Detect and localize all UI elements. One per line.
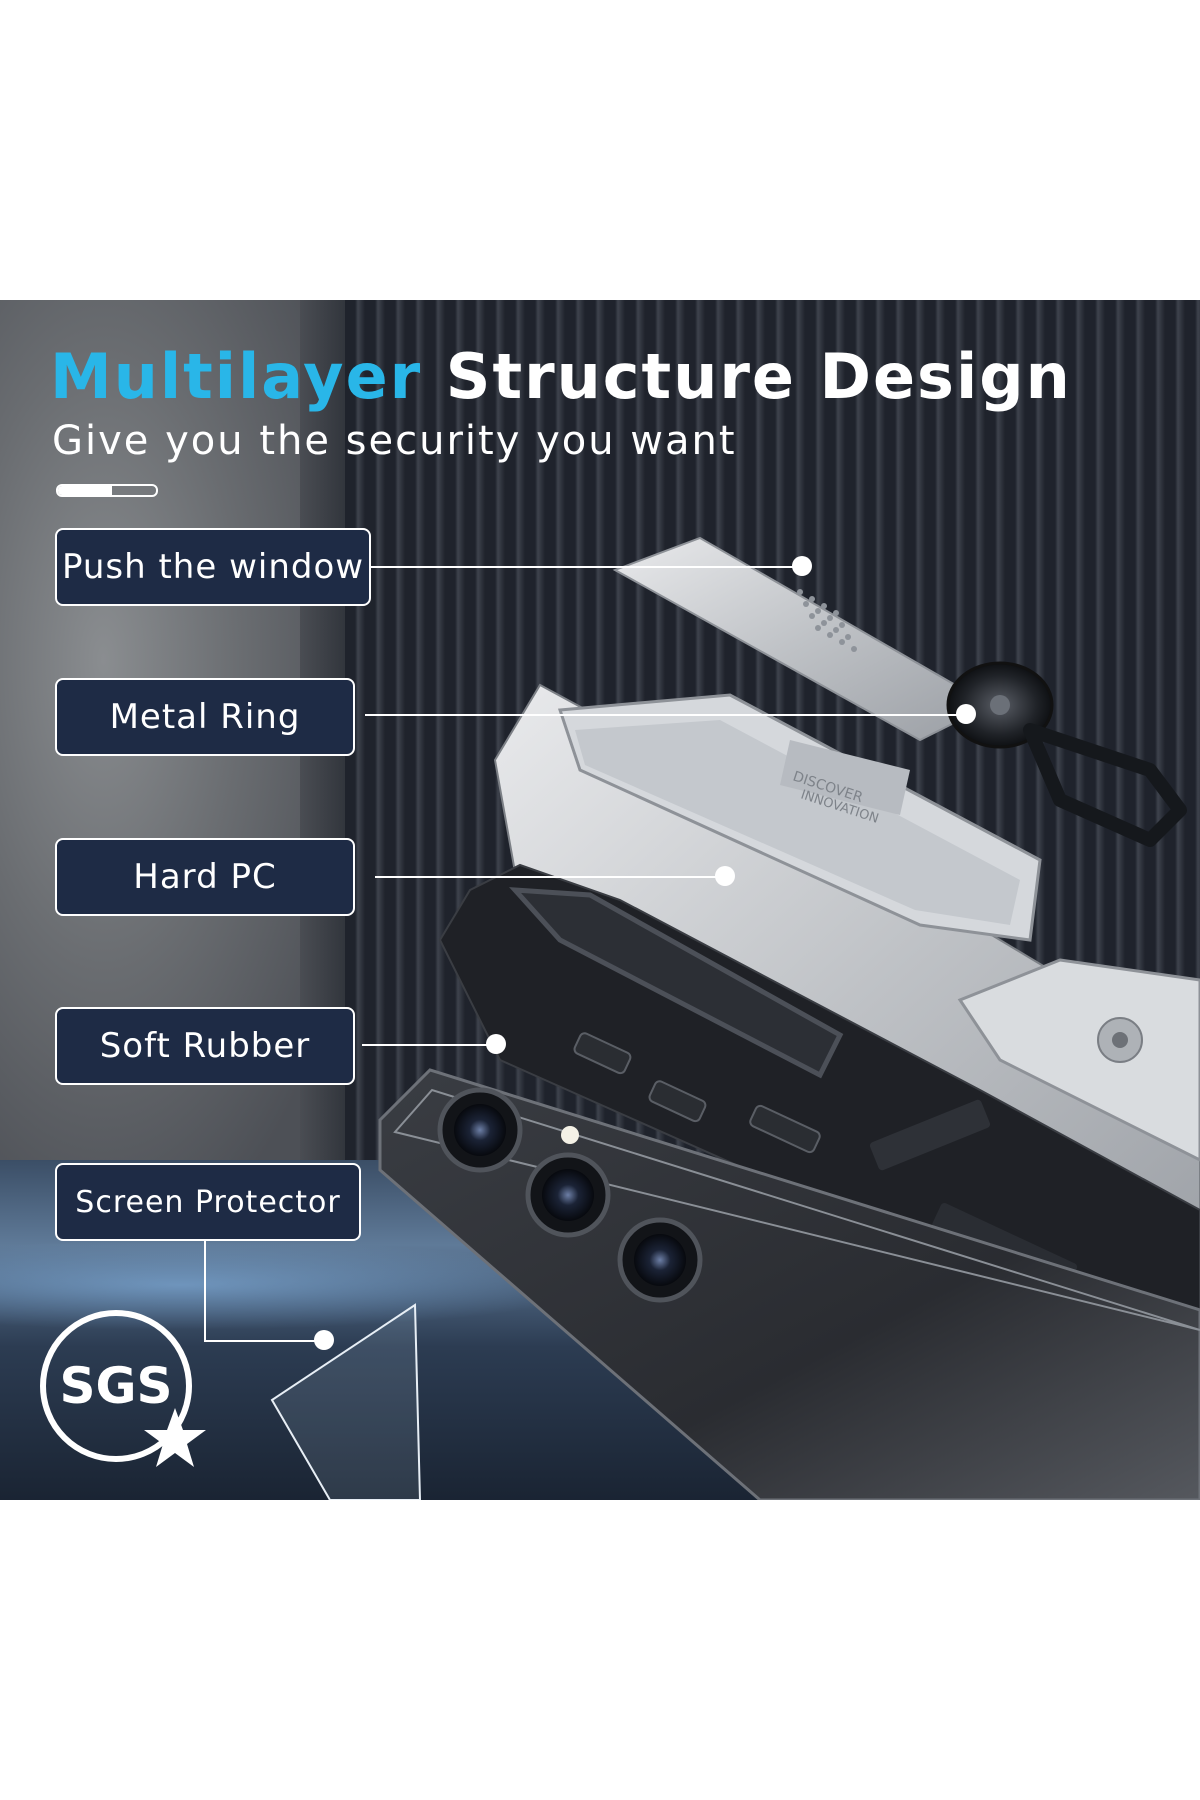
sgs-badge: SGS [40, 1310, 192, 1462]
label-text: Push the window [61, 547, 365, 587]
leader-line [204, 1340, 324, 1342]
leader-dot [314, 1330, 334, 1350]
camera-lenses [437, 1087, 703, 1303]
sgs-text: SGS [59, 1357, 173, 1415]
label-text: Soft Rubber [99, 1026, 311, 1066]
leader-dot [792, 556, 812, 576]
screen-protector-glass [270, 1303, 422, 1500]
star-icon [144, 1408, 206, 1467]
leader-line [365, 714, 965, 716]
phone-case-illustration: DISCOVER INNOVATION [270, 536, 1200, 1500]
leader-line [375, 876, 725, 878]
subtitle: Give you the security you want [52, 418, 737, 464]
label-hard-pc: Hard PC [55, 838, 355, 916]
page-title: Multilayer Structure Design [50, 340, 1072, 413]
label-metal-ring: Metal Ring [55, 678, 355, 756]
progress-indicator [56, 484, 158, 497]
progress-fill [58, 486, 112, 495]
leader-dot [486, 1034, 506, 1054]
label-text: Hard PC [133, 857, 277, 897]
label-screen-protector: Screen Protector [55, 1163, 361, 1241]
title-accent: Multilayer [50, 340, 423, 413]
leader-line [362, 1044, 492, 1046]
title-rest: Structure Design [445, 340, 1072, 413]
leader-line [204, 1239, 206, 1342]
label-text: Screen Protector [75, 1184, 341, 1220]
label-push-the-window: Push the window [55, 528, 371, 606]
product-banner: DISCOVER INNOVATION [0, 300, 1200, 1500]
metal-ring [946, 661, 1187, 847]
leader-dot [956, 704, 976, 724]
leader-dot [715, 866, 735, 886]
leader-line [370, 566, 800, 568]
label-soft-rubber: Soft Rubber [55, 1007, 355, 1085]
label-text: Metal Ring [109, 697, 301, 737]
